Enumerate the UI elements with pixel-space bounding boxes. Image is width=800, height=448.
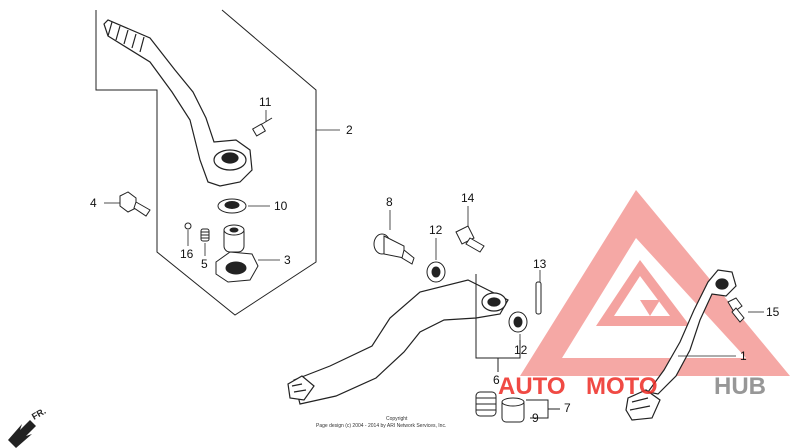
shift-rubber-9[interactable] — [501, 397, 525, 423]
group-bracket-7-9 — [526, 399, 560, 419]
callout-11: 11 — [259, 95, 272, 109]
watermark-moto: MOTO — [586, 373, 658, 400]
gearshift-pedal[interactable] — [287, 279, 509, 405]
shift-rubber-6[interactable] — [475, 391, 497, 417]
callout-8: 8 — [386, 195, 393, 209]
callout-4: 4 — [90, 196, 97, 210]
pivot-bolt-8[interactable] — [373, 233, 415, 265]
callout-3: 3 — [284, 253, 291, 267]
callout-1: 1 — [740, 349, 747, 363]
callout-12-upper: 12 — [429, 223, 443, 237]
spring-5[interactable] — [200, 228, 210, 242]
collar-12-upper[interactable] — [426, 261, 446, 283]
callout-9: 9 — [532, 411, 539, 425]
bolt-4[interactable] — [119, 191, 151, 217]
oil-seal-10[interactable] — [217, 198, 247, 214]
copyright-line-2: Page design (c) 2004 - 2014 by ARI Netwo… — [316, 423, 446, 429]
copyright-line-1: Copyright — [386, 416, 408, 422]
callout-16: 16 — [180, 247, 194, 261]
watermark-auto: AUTO — [498, 373, 566, 400]
watermark-logo — [520, 190, 790, 376]
callout-10: 10 — [274, 199, 288, 213]
callout-2: 2 — [346, 123, 353, 137]
leader-lines — [104, 110, 764, 357]
callout-14: 14 — [461, 191, 475, 205]
bolt-14[interactable] — [455, 225, 485, 253]
callout-7: 7 — [564, 401, 571, 415]
front-arrow-icon — [8, 420, 36, 448]
callout-15: 15 — [766, 305, 780, 319]
copyright-notice: Copyright Page design (c) 2004 - 2014 by… — [316, 416, 446, 429]
kick-starter-arm[interactable] — [103, 19, 253, 187]
callouts: 2 11 10 3 4 5 16 8 12 14 13 12 6 7 9 1 1… — [90, 95, 780, 425]
watermark-hub: HUB — [714, 373, 766, 400]
callout-6: 6 — [493, 373, 500, 387]
collar-12-lower[interactable] — [508, 311, 528, 333]
kick-spindle-3[interactable] — [215, 224, 259, 283]
group-bracket-6 — [475, 274, 521, 372]
pin-13[interactable] — [535, 281, 542, 315]
kickstarter-group-frame — [95, 9, 317, 316]
callout-5: 5 — [201, 257, 208, 271]
pedal-part-1[interactable] — [625, 269, 737, 421]
bolt-11[interactable] — [251, 117, 273, 137]
steel-ball-16[interactable] — [184, 222, 192, 230]
front-direction-indicator: FR. — [8, 406, 48, 448]
watermark-text: AUTO MOTO HUB — [498, 373, 766, 400]
front-label: FR. — [30, 406, 48, 422]
bolt-15[interactable] — [727, 297, 745, 323]
callout-13: 13 — [533, 257, 547, 271]
callout-12-lower: 12 — [514, 343, 528, 357]
